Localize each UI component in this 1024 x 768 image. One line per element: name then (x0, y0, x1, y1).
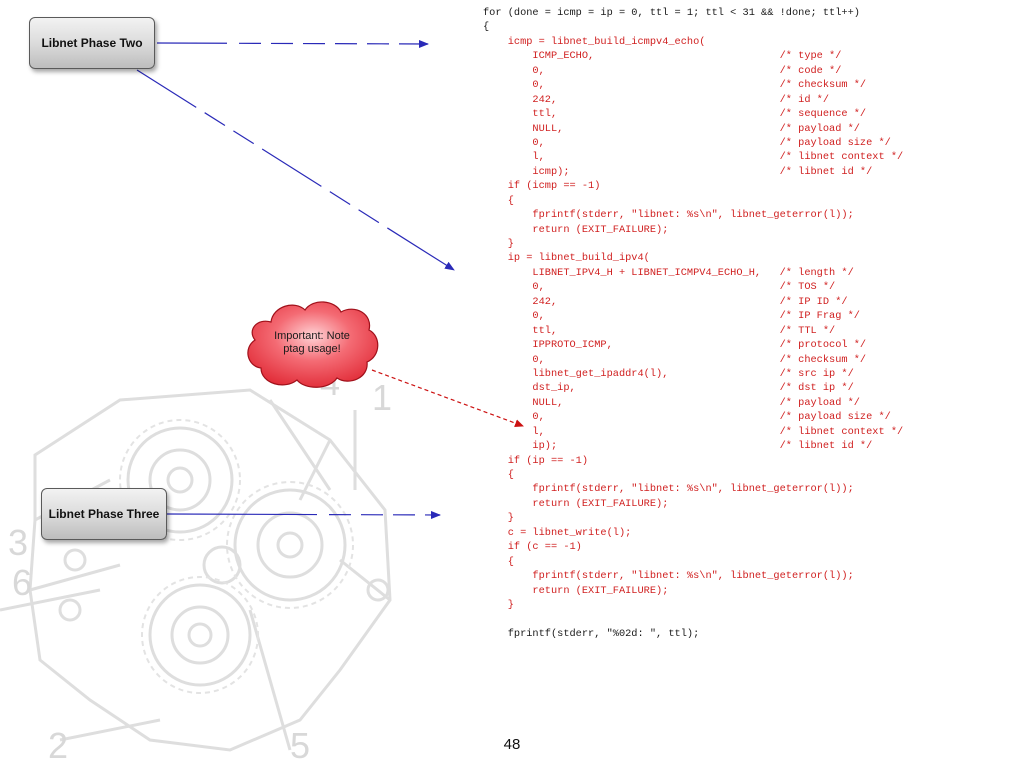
code-line: icmp); /* libnet id */ (483, 165, 873, 178)
code-line: { (483, 21, 490, 34)
phase-two-arrow-to-ipv4 (136, 69, 455, 271)
code-line (483, 612, 1013, 626)
callout-text: Important: Note ptag usage! (274, 330, 350, 355)
code-listing: for (done = icmp = ip = 0, ttl = 1; ttl … (483, 6, 1013, 641)
code-line: l, /* libnet context */ (483, 425, 904, 438)
code-line: fprintf(stderr, "libnet: %s\n", libnet_g… (483, 209, 854, 222)
svg-text:5: 5 (290, 725, 310, 766)
code-line: c = libnet_write(l); (483, 526, 632, 539)
libnet-phase-two-box: Libnet Phase Two (29, 17, 155, 69)
code-line: } (483, 512, 514, 525)
code-line: } (483, 238, 514, 250)
code-line: 0, /* checksum */ (483, 353, 867, 366)
code-line: 0, /* TOS */ (483, 281, 836, 294)
code-line: } (483, 598, 514, 611)
code-line: { (483, 469, 514, 481)
code-line: icmp = libnet_build_icmpv4_echo( (483, 35, 706, 48)
code-line: fprintf(stderr, "libnet: %s\n", libnet_g… (483, 483, 854, 496)
code-line: dst_ip, /* dst ip */ (483, 382, 854, 395)
page-number: 48 (503, 736, 521, 753)
code-line: 0, /* payload size */ (483, 411, 891, 424)
libnet-phase-three-box: Libnet Phase Three (41, 488, 167, 540)
code-line: LIBNET_IPV4_H + LIBNET_ICMPV4_ECHO_H, /*… (483, 266, 854, 279)
code-line: NULL, /* payload */ (483, 396, 860, 409)
svg-text:2: 2 (48, 725, 68, 766)
code-line: if (icmp == -1) (483, 180, 601, 193)
code-line: ttl, /* TTL */ (483, 324, 836, 337)
code-line: ip = libnet_build_ipv4( (483, 252, 650, 265)
svg-text:6: 6 (12, 562, 32, 603)
phase-two-arrow-to-icmp (156, 39, 429, 48)
code-line: libnet_get_ipaddr4(l), /* src ip */ (483, 367, 854, 380)
code-line: 242, /* id */ (483, 93, 830, 106)
code-line: 0, /* payload size */ (483, 136, 891, 149)
code-line: return (EXIT_FAILURE); (483, 497, 669, 510)
code-line: if (c == -1) (483, 541, 582, 554)
code-line: return (EXIT_FAILURE); (483, 223, 669, 236)
code-line: { (483, 194, 514, 207)
code-line: { (483, 555, 514, 568)
code-line: return (EXIT_FAILURE); (483, 584, 669, 597)
code-line: fprintf(stderr, "libnet: %s\n", libnet_g… (483, 570, 854, 583)
gear-watermark-icon: 3 6 4 1 2 5 (0, 362, 392, 766)
code-line: for (done = icmp = ip = 0, ttl = 1; ttl … (483, 7, 860, 19)
cloud-callout-icon (247, 301, 379, 388)
code-line: 0, /* IP Frag */ (483, 310, 860, 323)
libnet-phase-two-label: Libnet Phase Two (41, 36, 143, 50)
code-line: ICMP_ECHO, /* type */ (483, 50, 842, 63)
code-line: ttl, /* sequence */ (483, 108, 867, 121)
code-line: 0, /* checksum */ (483, 79, 867, 92)
libnet-phase-three-label: Libnet Phase Three (48, 507, 160, 521)
code-line: 242, /* IP ID */ (483, 295, 848, 308)
code-line: 0, /* code */ (483, 64, 842, 77)
code-line: NULL, /* payload */ (483, 122, 860, 135)
code-line: l, /* libnet context */ (483, 151, 904, 164)
code-line: ip); /* libnet id */ (483, 440, 873, 453)
code-line: IPPROTO_ICMP, /* protocol */ (483, 339, 867, 352)
code-line: if (ip == -1) (483, 454, 589, 467)
code-line: fprintf(stderr, "%02d: ", ttl); (483, 627, 700, 640)
svg-text:3: 3 (8, 522, 28, 563)
